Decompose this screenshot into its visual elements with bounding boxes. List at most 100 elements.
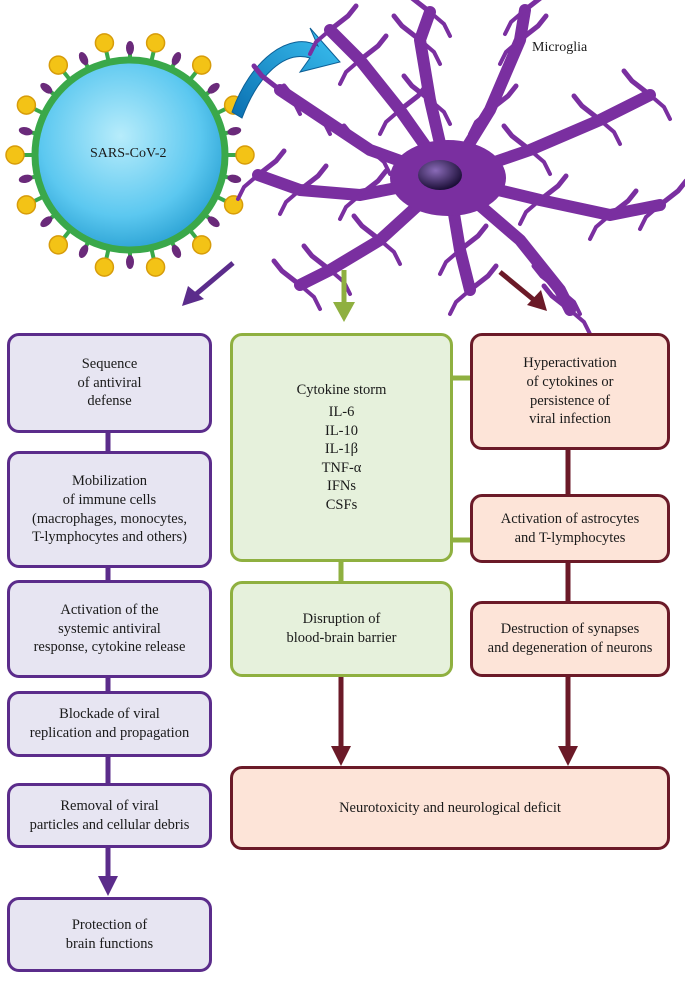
box-line: of immune cells xyxy=(62,491,157,508)
box-line: Mobilization xyxy=(72,473,147,490)
membrane-protein xyxy=(78,244,89,258)
microglia-branchlet xyxy=(598,118,622,146)
cytokine-item: CSFs xyxy=(325,496,358,513)
microglia-branchlet xyxy=(541,283,573,313)
box-line: viral infection xyxy=(529,411,611,428)
microglia-branchlet xyxy=(301,243,333,273)
viral-blockade-box: Blockade of viral replication and propag… xyxy=(7,691,212,757)
spike-head xyxy=(191,235,212,255)
microglia-nucleus xyxy=(418,160,462,190)
cytokine-item: IL-10 xyxy=(324,422,358,439)
microglia-branchlet xyxy=(448,288,472,316)
microglia-branchlet xyxy=(501,123,533,153)
microglia-branchlet xyxy=(308,108,332,136)
microglia-branchlet xyxy=(298,283,322,311)
spike-head xyxy=(145,33,166,53)
membrane-protein xyxy=(40,82,53,94)
microglia-illustration xyxy=(236,0,685,336)
membrane-protein xyxy=(207,82,220,94)
microglia-branchlet xyxy=(351,213,383,243)
microglia-branchlet xyxy=(357,168,389,198)
systemic-response-box: Activation of the systemic antiviral res… xyxy=(7,580,212,678)
bbb-disruption-box: Disruption of blood-brain barrier xyxy=(230,581,453,677)
microglia-branchlet xyxy=(338,193,362,221)
box-line: T-lymphocytes and others) xyxy=(32,529,187,546)
box-line: of cytokines or xyxy=(526,373,614,390)
membrane-protein xyxy=(207,216,220,228)
microglia-branchlet xyxy=(236,173,260,201)
spike-head xyxy=(48,235,69,255)
microglia-branchlet xyxy=(518,238,542,266)
box-line: Removal of viral xyxy=(60,797,159,814)
microglia-branchlet xyxy=(558,288,582,316)
microglia-branchlet xyxy=(401,73,433,103)
microglia-branchlet xyxy=(518,198,542,226)
microglia-branchlet xyxy=(517,13,549,43)
microglia-branchlet xyxy=(531,263,563,293)
debris-removal-box: Removal of viral particles and cellular … xyxy=(7,783,212,848)
box-line: particles and cellular debris xyxy=(29,816,190,833)
microglia-branchlet xyxy=(467,263,499,293)
microglia-branchlet xyxy=(328,268,352,296)
box-line: and degeneration of neurons xyxy=(487,640,653,656)
box-line: Activation of astrocytes xyxy=(500,510,640,527)
microglia-branchlet xyxy=(297,163,329,193)
spike-head xyxy=(16,195,37,215)
box-line: replication and propagation xyxy=(29,725,190,741)
microglia-branchlet xyxy=(368,148,392,176)
arrow-to-right-column xyxy=(498,270,547,311)
box-line: blood-brain barrier xyxy=(286,630,397,646)
arrow-to-left-column xyxy=(182,261,235,306)
brain-protection-box: Protection of brain functions xyxy=(7,897,212,972)
box-line: response, cytokine release xyxy=(33,639,186,656)
infection-arrow xyxy=(231,27,341,119)
cytokine-storm-box: Cytokine storm IL-6 IL-10 IL-1β TNF-α IF… xyxy=(230,333,453,562)
microglia-branchlet xyxy=(522,0,542,13)
virus-body xyxy=(31,56,229,254)
membrane-protein xyxy=(126,255,134,269)
microglia-branchlet xyxy=(338,58,362,86)
microglia-branchlet xyxy=(438,248,462,276)
microglia-branchlet xyxy=(503,8,527,36)
microglia-branchlet xyxy=(638,203,662,231)
microglia-branchlet xyxy=(571,93,603,123)
microglia-branchlet xyxy=(657,178,685,208)
cytokine-storm-title: Cytokine storm xyxy=(296,381,387,398)
microglia-branchlet xyxy=(528,148,552,176)
box-line: Destruction of synapses xyxy=(500,621,640,638)
microglia-branchlet xyxy=(457,223,489,253)
microglia-branchlet xyxy=(391,13,423,43)
cytokine-item: IFNs xyxy=(326,478,356,495)
astrocyte-activation-box: Activation of astrocytes and T-lymphocyt… xyxy=(470,494,670,563)
membrane-protein xyxy=(18,126,33,136)
box-line: Hyperactivation xyxy=(523,355,617,372)
microglia-branchlet xyxy=(491,213,523,243)
spike-head xyxy=(191,55,212,75)
microglia-branchlet xyxy=(341,123,373,153)
membrane-protein xyxy=(171,52,182,66)
arrow-destruction-to-neurotoxicity xyxy=(558,746,578,766)
membrane-protein xyxy=(78,52,89,66)
microglia-branchlet xyxy=(410,0,433,15)
cytokine-item: IL-6 xyxy=(328,404,355,421)
synapse-destruction-box: Destruction of synapses and degeneration… xyxy=(470,601,670,677)
box-line: brain functions xyxy=(65,935,154,952)
box-line: Sequence xyxy=(81,356,138,373)
arrow-to-protection xyxy=(98,876,118,896)
arrow-to-cytokine-storm xyxy=(333,270,355,322)
cytokine-item: IL-1β xyxy=(324,441,359,458)
membrane-protein xyxy=(227,126,242,136)
microglia-branchlet xyxy=(378,238,402,266)
microglia-branchlet xyxy=(648,93,672,121)
microglia-label: Microglia xyxy=(532,40,588,55)
microglia-branchlet xyxy=(251,63,283,93)
microglia-branchlet xyxy=(255,148,287,178)
box-line: Activation of the xyxy=(60,602,159,619)
microglia-branchlet xyxy=(357,33,389,63)
membrane-protein xyxy=(18,174,33,184)
microglia-branchlet xyxy=(271,258,303,288)
microglia-process xyxy=(414,6,454,184)
spike-head xyxy=(16,95,37,115)
microglia-branchlet xyxy=(278,88,302,116)
